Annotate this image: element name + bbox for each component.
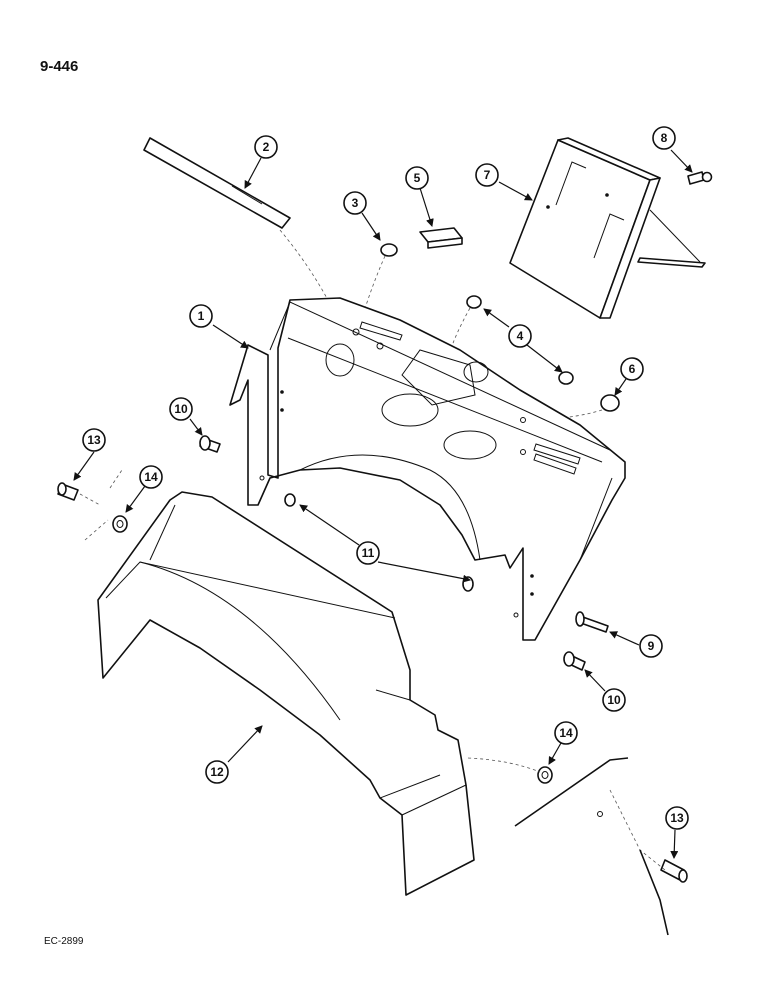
part-14-washer-left — [84, 469, 128, 541]
callout-9-label: 9 — [648, 639, 655, 653]
callout-7: 7 — [475, 163, 499, 187]
callout-13-left: 13 — [82, 428, 106, 452]
callout-13-right: 13 — [665, 806, 689, 830]
callout-3-label: 3 — [352, 196, 359, 210]
part-9-screw — [575, 611, 609, 633]
callout-12-label: 12 — [210, 765, 224, 779]
callout-10-upper: 10 — [169, 397, 193, 421]
page-code: 9-446 — [40, 58, 79, 75]
callout-12: 12 — [205, 760, 229, 784]
callout-13-right-label: 13 — [670, 811, 684, 825]
callout-9: 9 — [639, 634, 663, 658]
part-4-round-plug — [449, 295, 574, 385]
part-8-screw — [687, 171, 713, 185]
part-13-stud-right — [660, 859, 688, 883]
callout-8: 8 — [652, 126, 676, 150]
part-14-washer-right — [467, 757, 553, 784]
callout-5: 5 — [405, 166, 429, 190]
callout-10-lower-label: 10 — [607, 693, 621, 707]
callout-6-label: 6 — [629, 362, 636, 376]
drawing-reference-code: EC-2899 — [44, 936, 84, 947]
callout-8-label: 8 — [661, 131, 668, 145]
part-5-plug — [419, 227, 463, 249]
part-7-panel-plate — [509, 137, 706, 319]
callout-13-left-label: 13 — [87, 433, 101, 447]
callout-10-lower: 10 — [602, 688, 626, 712]
callout-2-label: 2 — [263, 140, 270, 154]
leader-lines — [73, 149, 693, 859]
callout-10-upper-label: 10 — [174, 402, 188, 416]
callout-7-label: 7 — [484, 168, 491, 182]
callout-2: 2 — [254, 135, 278, 159]
callout-5-label: 5 — [414, 171, 421, 185]
part-12-lower-shroud — [97, 491, 475, 896]
callout-14-right-label: 14 — [559, 726, 573, 740]
callout-1: 1 — [189, 304, 213, 328]
callout-11: 11 — [356, 541, 380, 565]
part-1-console-housing — [229, 297, 626, 641]
part-13-stud-left — [57, 482, 101, 506]
part-10-bolt-upper — [199, 435, 221, 453]
callout-4: 4 — [508, 324, 532, 348]
callout-14-left: 14 — [139, 465, 163, 489]
callout-6: 6 — [620, 357, 644, 381]
mounting-panel-context — [514, 757, 669, 936]
part-10-bolt-lower — [563, 651, 586, 671]
callout-14-right: 14 — [554, 721, 578, 745]
callout-3: 3 — [343, 191, 367, 215]
callout-11-label: 11 — [362, 546, 375, 560]
callout-1-label: 1 — [198, 309, 205, 323]
callout-4-label: 4 — [517, 329, 524, 343]
callout-14-left-label: 14 — [144, 470, 158, 484]
